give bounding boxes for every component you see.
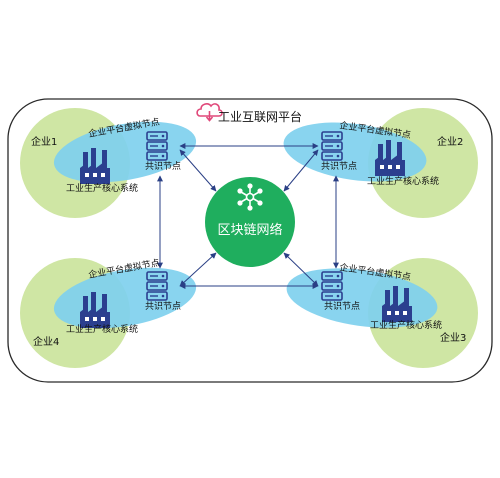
enterprise-name-1: 企业1 [31,137,58,148]
consensus-node-label-3: 共识节点 [324,302,361,312]
core-system-label-3: 工业生产核心系统 [370,321,443,331]
server-icon [321,271,343,301]
factory-icon [80,292,110,328]
factory-icon [375,140,405,176]
enterprise-name-4: 企业4 [33,337,60,348]
network-hub-icon [237,183,263,211]
hub-label: 区块链网络 [217,223,283,238]
core-system-label-4: 工业生产核心系统 [66,325,139,335]
core-system-label-1: 工业生产核心系统 [66,184,139,194]
factory-icon [80,148,110,184]
link-node2-hub [283,149,319,192]
server-icon [146,271,168,301]
link-node4-hub [179,252,217,287]
consensus-node-label-2: 共识节点 [321,162,358,172]
core-system-label-2: 工业生产核心系统 [367,177,440,187]
link-node1-hub [179,149,217,192]
server-icon [146,131,168,161]
link-node3-hub [283,252,319,287]
blockchain-hub [205,177,295,267]
cloud-download-icon [196,103,223,122]
enterprise-name-3: 企业3 [440,333,467,344]
platform-title: 工业互联网平台 [218,110,303,124]
enterprise-name-2: 企业2 [437,137,464,148]
consensus-node-label-1: 共识节点 [145,162,182,172]
server-icon [321,131,343,161]
consensus-node-label-4: 共识节点 [145,302,182,312]
factory-icon [382,286,412,322]
